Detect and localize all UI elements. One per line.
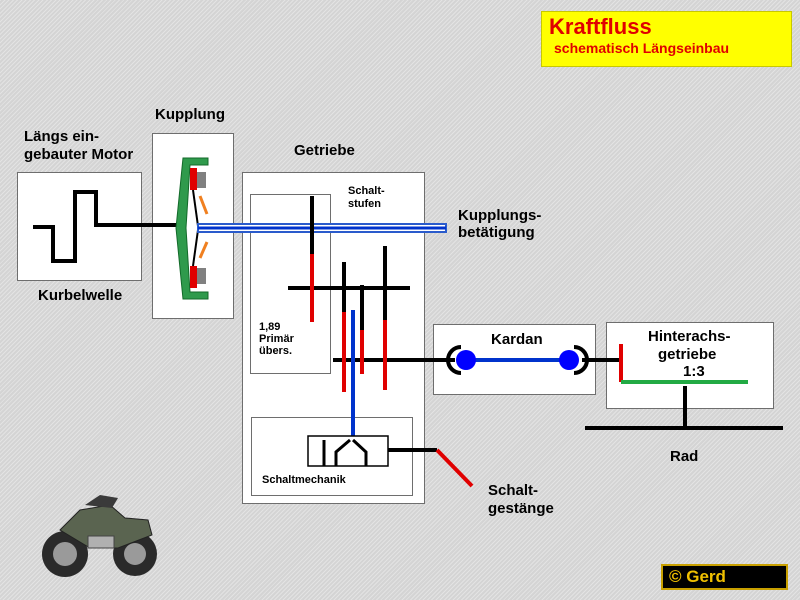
label-getriebe: Getriebe: [294, 142, 355, 159]
label-rad: Rad: [670, 448, 699, 465]
label-schaltmechanik: Schaltmechanik: [262, 474, 346, 486]
diagram-title: Kraftfluss: [549, 14, 652, 39]
diagram-subtitle: schematisch Längseinbau: [554, 40, 730, 56]
label-motor-line2: gebauter Motor: [24, 146, 134, 163]
gearbox-shafts: [288, 196, 445, 440]
label-schaltstufen-line1: Schalt-: [348, 185, 385, 197]
label-primaer-line2: Primär: [259, 333, 294, 345]
label-kardan: Kardan: [491, 331, 543, 348]
copyright-badge: © Gerd: [661, 564, 788, 590]
label-kupplung: Kupplung: [155, 106, 225, 123]
label-hinterachs-ratio: 1:3: [683, 363, 705, 380]
motorcycle-illustration: [42, 495, 157, 577]
label-primaer-line1: 1,89: [259, 321, 281, 333]
label-schaltgestaenge-line2: gestänge: [488, 500, 554, 517]
schaltmechanik-shape: [307, 435, 474, 488]
label-primaer-line3: übers.: [259, 345, 293, 357]
label-hinterachs-line1: Hinterachs-: [648, 328, 731, 345]
label-schaltgestaenge-line1: Schalt-: [488, 482, 539, 499]
hinterachs-box: [606, 322, 774, 409]
kurbelwelle-shape: [33, 190, 178, 263]
hinterachs-shapes: [585, 344, 783, 430]
label-kupplungsbetaetigung-line1: Kupplungs-: [458, 207, 542, 224]
label-kurbelwelle: Kurbelwelle: [38, 287, 123, 304]
title-box: Kraftfluss schematisch Längseinbau: [541, 11, 792, 67]
label-hinterachs-line2: getriebe: [658, 346, 717, 363]
label-kupplungsbetaetigung-line2: betätigung: [458, 224, 535, 241]
clutch-assembly: [175, 157, 209, 300]
label-schaltstufen-line2: stufen: [348, 198, 381, 210]
label-motor-line1: Längs ein-: [24, 128, 100, 145]
kardan-shaft: [445, 345, 623, 375]
